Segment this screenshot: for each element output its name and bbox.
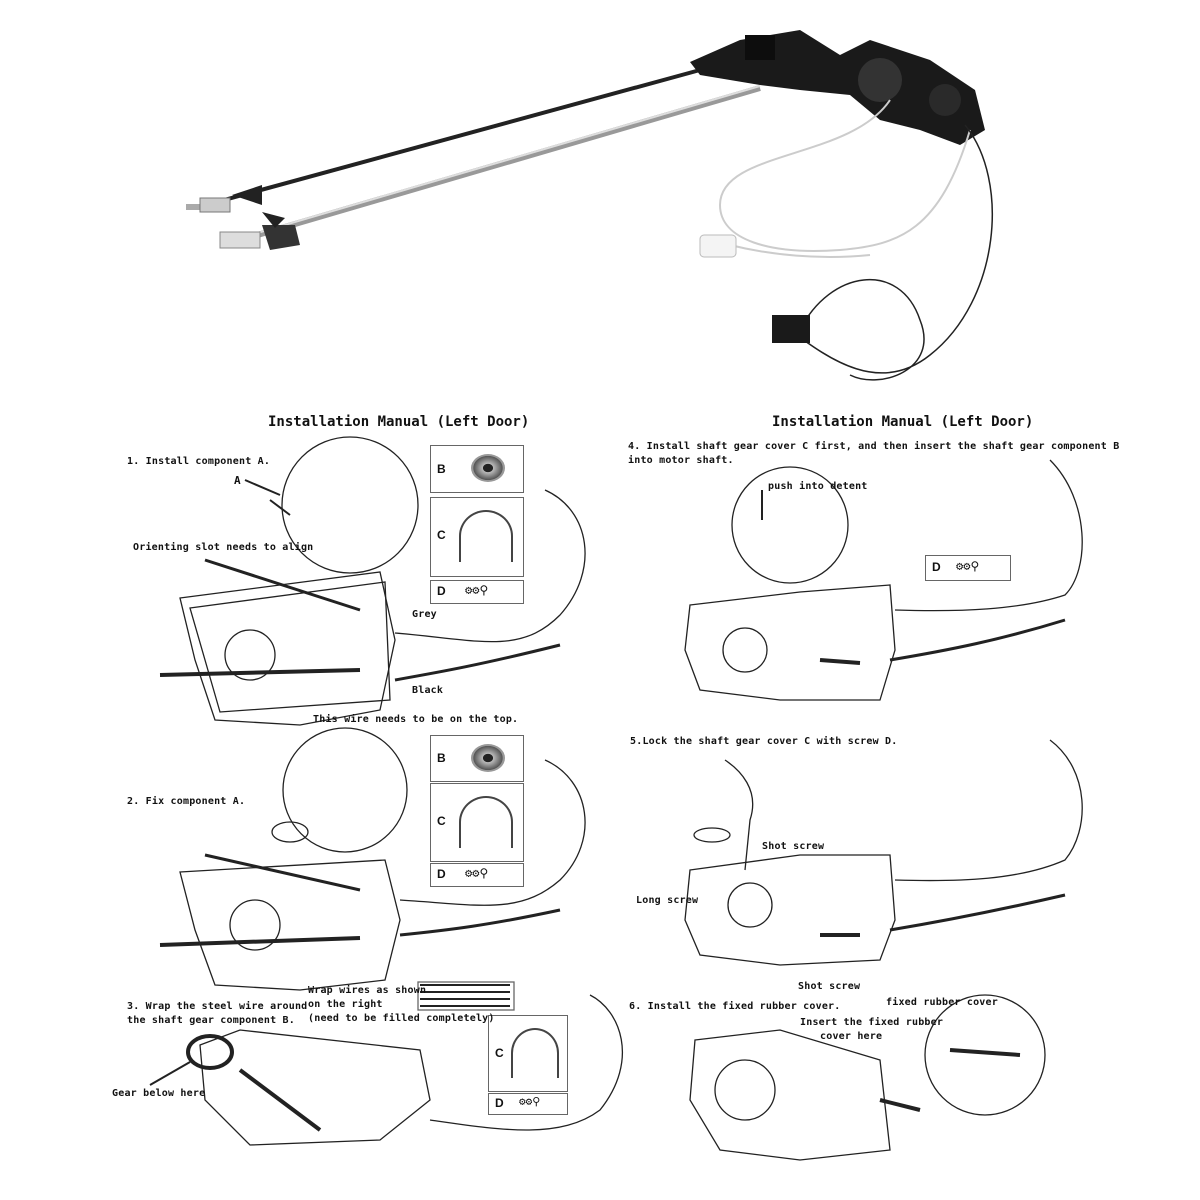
silver-rod <box>219 85 761 250</box>
part-d-label: D <box>495 1096 504 1110</box>
part-d-box-4: D ⚙⚙⚲ <box>925 555 1011 581</box>
gear-cover-icon <box>511 1028 559 1078</box>
step3-heading-line1: 3. Wrap the steel wire around <box>127 1001 308 1012</box>
gear-cover-icon <box>459 796 513 848</box>
part-b-box: B <box>430 445 524 493</box>
step5-illustration <box>684 739 1083 966</box>
right-manual-title: Installation Manual (Left Door) <box>772 414 1034 430</box>
insert-cover-line2: cover here <box>820 1031 883 1042</box>
wrap-note-line1: Wrap wires as shown <box>308 985 427 996</box>
part-d-box: D ⚙⚙⚲ <box>430 580 524 604</box>
screws-icon: ⚙⚙⚲ <box>465 583 489 597</box>
wrap-note-line2: on the right <box>308 999 383 1010</box>
part-b-label: B <box>437 751 446 765</box>
wire-top-note: This wire needs to be on the top. <box>313 714 519 725</box>
screws-icon: ⚙⚙⚲ <box>956 559 980 573</box>
part-c-label: C <box>495 1046 504 1060</box>
part-c-box-3: C <box>488 1015 568 1092</box>
part-d-box-3: D ⚙⚙⚲ <box>488 1093 568 1115</box>
orienting-slot-label: Orienting slot needs to align <box>133 542 314 553</box>
step1-illustration <box>159 436 586 726</box>
black-connector <box>772 315 810 343</box>
wrap-note-line3: (need to be filled completely) <box>308 1013 495 1024</box>
step6-illustration <box>689 994 1046 1161</box>
part-c-label: C <box>437 528 446 542</box>
short-screw-label-1: Shot screw <box>762 841 825 852</box>
insert-cover-line1: Insert the fixed rubber <box>800 1017 944 1028</box>
grey-wire-label: Grey <box>412 609 437 620</box>
wires <box>718 99 994 381</box>
part-d-label: D <box>437 584 446 598</box>
fixed-rubber-cover-label: fixed rubber cover <box>886 997 998 1008</box>
step3-heading-line2: the shaft gear component B. <box>127 1015 295 1026</box>
white-connector <box>699 234 737 258</box>
push-detent-label: push into detent <box>768 481 868 492</box>
product-photo-door-lock-actuator <box>186 30 994 381</box>
black-rod <box>186 68 701 213</box>
black-wire-label: Black <box>412 685 444 696</box>
part-d-box-2: D ⚙⚙⚲ <box>430 863 524 887</box>
gear-icon <box>471 454 505 482</box>
gear-below-label: Gear below here <box>112 1088 206 1099</box>
part-b-label: B <box>437 462 446 476</box>
step1-heading: 1. Install component A. <box>127 456 271 467</box>
gear-cover-icon <box>459 510 513 562</box>
part-d-label: D <box>932 560 941 574</box>
step4-heading-line2: into motor shaft. <box>628 455 734 466</box>
left-manual-title: Installation Manual (Left Door) <box>268 414 530 430</box>
screws-icon: ⚙⚙⚲ <box>465 866 489 880</box>
part-c-box: C <box>430 497 524 577</box>
short-screw-label-2: Shot screw <box>798 981 861 992</box>
step2-illustration <box>159 727 586 991</box>
long-screw-label: Long screw <box>636 895 699 906</box>
step6-heading: 6. Install the fixed rubber cover. <box>629 1001 841 1012</box>
step4-illustration <box>684 459 1083 701</box>
step2-heading: 2. Fix component A. <box>127 796 246 807</box>
part-c-label: C <box>437 814 446 828</box>
gear-icon <box>471 744 505 772</box>
step3-illustration <box>149 981 624 1146</box>
step4-heading-line1: 4. Install shaft gear cover C first, and… <box>628 441 1120 452</box>
component-a-label: A <box>234 474 241 487</box>
part-c-box-2: C <box>430 783 524 862</box>
step5-heading: 5.Lock the shaft gear cover C with screw… <box>630 736 898 747</box>
part-d-label: D <box>437 867 446 881</box>
part-b-box-2: B <box>430 735 524 782</box>
screws-icon: ⚙⚙⚲ <box>519 1095 541 1108</box>
actuator-housing <box>690 30 985 145</box>
